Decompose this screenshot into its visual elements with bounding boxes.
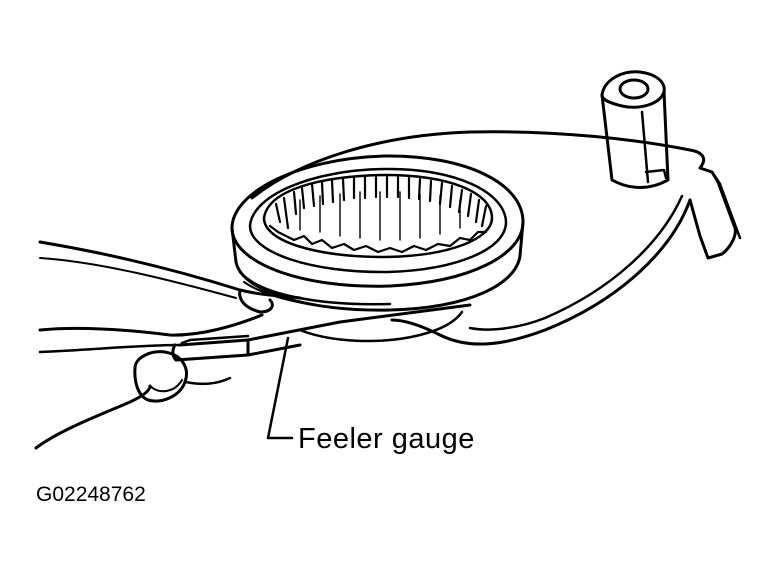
figure-id: G02248762 <box>36 483 146 506</box>
synchronizer-ring <box>230 154 525 312</box>
callout-feeler-gauge: Feeler gauge <box>298 423 475 455</box>
callout-leader-feeler-gauge <box>266 336 294 440</box>
shift-rod-post <box>600 70 670 189</box>
shift-fork <box>250 130 742 346</box>
spline-teeth <box>268 175 488 254</box>
hand <box>34 240 302 450</box>
